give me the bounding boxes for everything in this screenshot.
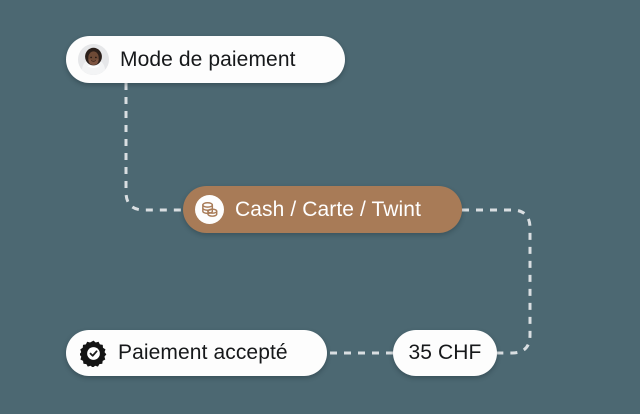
node-cash-label: Cash / Carte / Twint xyxy=(235,197,422,221)
avatar xyxy=(78,44,109,75)
node-accepted-label: Paiement accepté xyxy=(118,341,288,364)
node-amount[interactable]: 35 CHF xyxy=(393,330,497,376)
node-mode-label: Mode de paiement xyxy=(120,47,296,71)
check-seal-icon xyxy=(80,340,107,367)
connector-mode-to-cash xyxy=(124,83,183,212)
coins-icon xyxy=(195,195,224,224)
node-cash-carte-twint[interactable]: Cash / Carte / Twint xyxy=(183,186,462,233)
node-amount-label: 35 CHF xyxy=(408,341,482,364)
node-mode-de-paiement[interactable]: Mode de paiement xyxy=(66,36,345,83)
node-paiement-accepte[interactable]: Paiement accepté xyxy=(66,330,327,376)
